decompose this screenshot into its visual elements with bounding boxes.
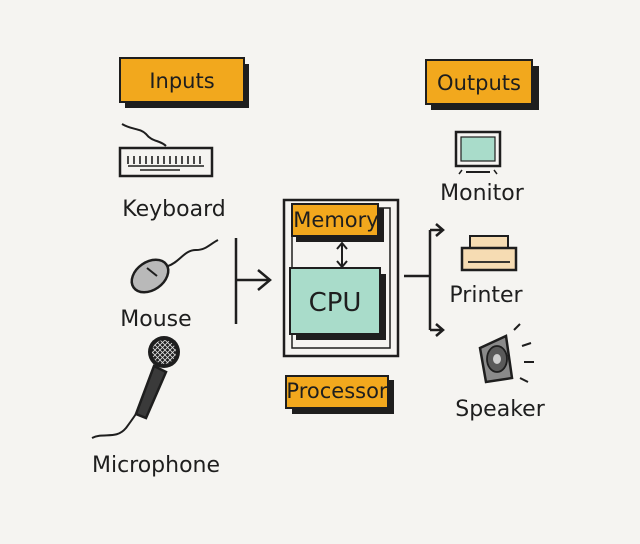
input-connector — [234, 238, 272, 324]
speaker-label: Speaker — [455, 397, 545, 422]
cpu-chip: CPU — [289, 267, 386, 340]
outputs-header: Outputs — [437, 71, 521, 95]
monitor-label: Monitor — [440, 181, 525, 206]
printer-label: Printer — [449, 283, 523, 308]
printer-icon — [460, 235, 518, 272]
mouse-icon — [130, 239, 219, 294]
memory-tag: Memory — [291, 203, 384, 242]
inputs-tag: Inputs — [119, 57, 249, 108]
processor-tag: Processor — [285, 375, 394, 414]
inputs-header: Inputs — [149, 69, 214, 93]
processor-label: Processor — [286, 379, 388, 403]
keyboard-label: Keyboard — [122, 197, 225, 222]
monitor-icon — [454, 130, 502, 175]
outputs-tag: Outputs — [425, 59, 539, 110]
microphone-icon — [91, 336, 180, 439]
microphone-label: Microphone — [92, 453, 220, 478]
cpu-label: CPU — [309, 288, 362, 318]
output-connector — [404, 223, 445, 337]
keyboard-icon — [118, 123, 214, 178]
mouse-label: Mouse — [120, 307, 191, 332]
speaker-icon — [478, 323, 534, 384]
memory-label: Memory — [293, 208, 378, 232]
